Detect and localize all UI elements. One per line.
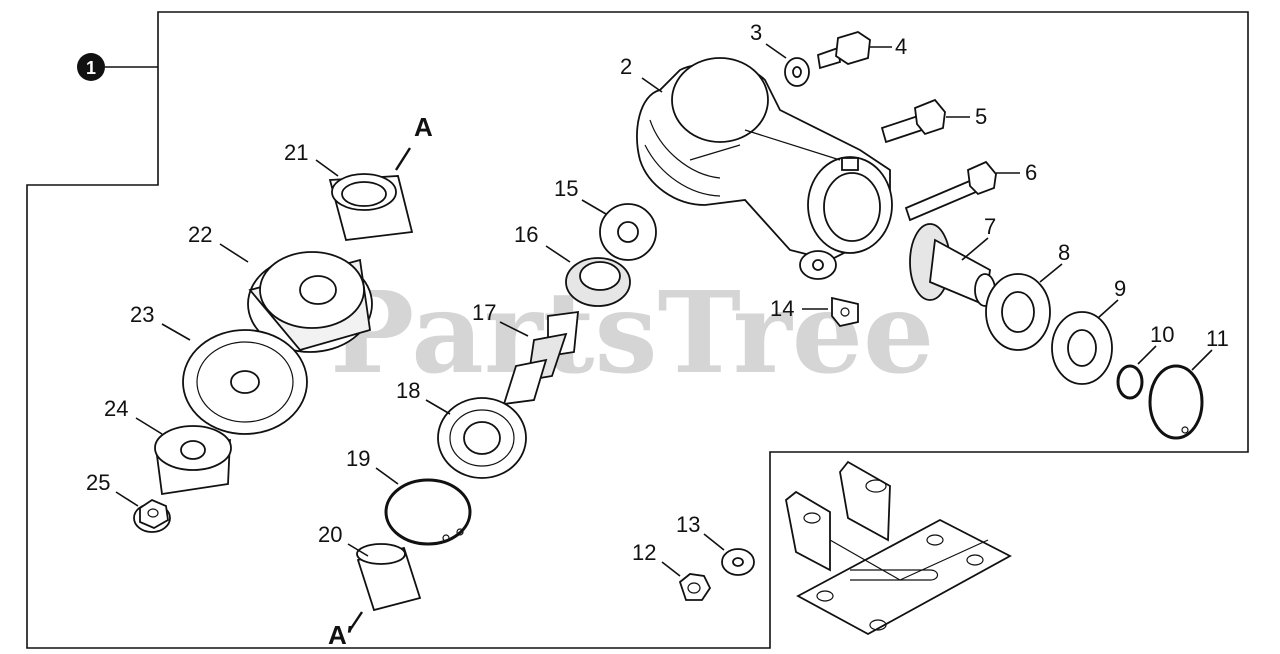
part-label-16: 16 <box>514 222 538 247</box>
part-label-2: 2 <box>620 54 632 79</box>
part-19-retaining-ring[interactable] <box>384 478 472 546</box>
mounting-bracket[interactable] <box>785 460 1012 636</box>
part-label-6: 6 <box>1025 160 1037 185</box>
part-7-bevel-gear-shaft[interactable] <box>909 223 996 307</box>
part-5-cap-screw[interactable] <box>880 98 946 144</box>
part-20-sleeve[interactable] <box>356 543 422 612</box>
part-11-retaining-ring[interactable] <box>1148 364 1204 440</box>
part-label-21: 21 <box>284 140 308 165</box>
part-label-10: 10 <box>1150 322 1174 347</box>
part-16-bevel-gear[interactable] <box>565 257 631 307</box>
part-label-19: 19 <box>346 446 370 471</box>
part-label-13: 13 <box>676 512 700 537</box>
part-label-17: 17 <box>472 300 496 325</box>
part-label-12: 12 <box>632 540 656 565</box>
part-21-seal[interactable] <box>328 173 414 241</box>
part-17-splined-shaft[interactable] <box>502 310 580 406</box>
part-6-long-cap-screw[interactable] <box>904 160 997 222</box>
part-label-11: 11 <box>1206 326 1229 351</box>
part-label-8: 8 <box>1058 240 1070 265</box>
part-24-cup-washer[interactable] <box>154 425 232 496</box>
section-label-a-top: A <box>414 112 433 142</box>
part-label-25: 25 <box>86 470 110 495</box>
part-25-flange-nut[interactable] <box>133 498 171 533</box>
part-22-holder[interactable] <box>247 251 373 353</box>
part-label-18: 18 <box>396 378 420 403</box>
part-label-3: 3 <box>750 20 762 45</box>
svg-text:1: 1 <box>86 58 96 78</box>
part-12-hex-nut[interactable] <box>678 573 712 601</box>
part-2-gear-housing[interactable] <box>636 57 893 280</box>
part-label-5: 5 <box>975 104 987 129</box>
part-10-snap-ring[interactable] <box>1116 364 1144 400</box>
watermark: PartsTree <box>330 268 934 399</box>
part-label-14: 14 <box>770 296 794 321</box>
part-3-washer[interactable] <box>784 57 810 87</box>
part-4-hex-bolt[interactable] <box>816 31 871 70</box>
part-8-bearing[interactable] <box>985 273 1051 351</box>
part-label-20: 20 <box>318 522 342 547</box>
part-label-9: 9 <box>1114 276 1126 301</box>
part-13-washer[interactable] <box>721 548 755 576</box>
assembly-outline <box>26 11 1249 649</box>
part-15-small-bearing[interactable] <box>599 203 657 261</box>
section-label-a-bottom: A′ <box>328 620 353 650</box>
part-9-bearing[interactable] <box>1051 311 1113 385</box>
part-23-disk[interactable] <box>182 329 308 435</box>
part-label-23: 23 <box>130 302 154 327</box>
part-14-lock-tab[interactable] <box>831 296 859 328</box>
part-18-ball-bearing[interactable] <box>437 397 527 479</box>
part-label-7: 7 <box>984 214 996 239</box>
part-label-22: 22 <box>188 222 212 247</box>
part-label-15: 15 <box>554 176 578 201</box>
assembly-callout[interactable]: 1 <box>77 53 158 81</box>
part-label-4: 4 <box>895 34 907 59</box>
part-label-24: 24 <box>104 396 128 421</box>
